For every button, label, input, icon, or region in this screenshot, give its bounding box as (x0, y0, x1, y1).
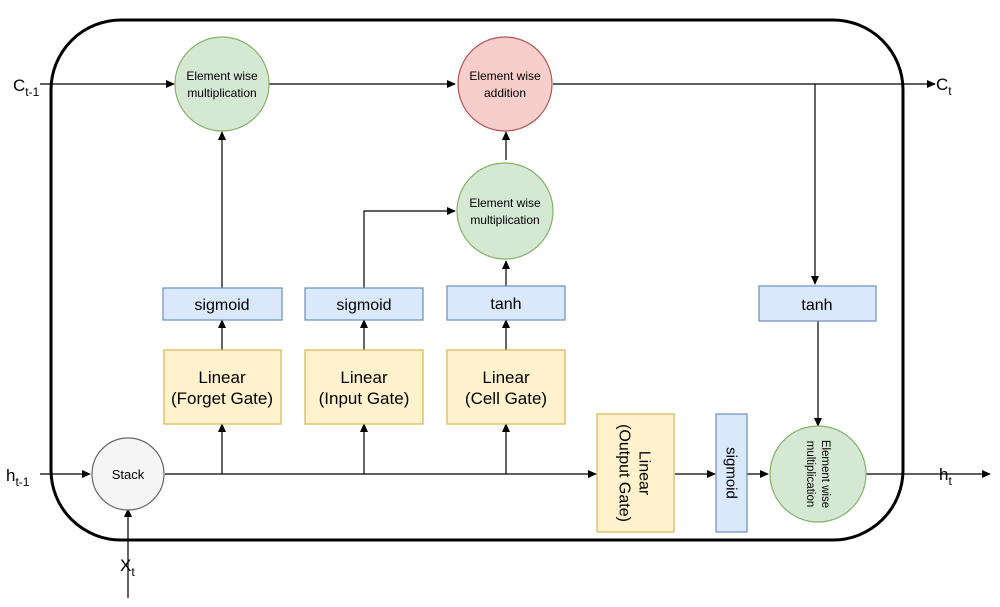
linear-input-line: Linear (340, 368, 388, 387)
linear-cell-line: Linear (482, 368, 530, 387)
linear-output-line: Linear (636, 451, 653, 496)
input-x-main: X (120, 556, 131, 575)
input-x-label: Xt (120, 556, 135, 579)
linear-forget-line: (Forget Gate) (171, 389, 273, 408)
sigmoid-output-label: sigmoid (723, 447, 740, 499)
linear-cell-line: (Cell Gate) (465, 389, 547, 408)
input-hidden-prev-sub: t-1 (15, 475, 29, 489)
linear-output-line: (Output Gate) (616, 424, 633, 522)
connector-sigmoid-input-to-mult (363, 206, 456, 288)
sigmoid-forget-box: sigmoid (162, 287, 283, 321)
input-hidden-prev-main: h (6, 466, 15, 485)
tanh-cell-label: tanh (490, 296, 521, 313)
output-hidden-sub: t (948, 474, 952, 488)
output-hidden-label: ht (939, 465, 952, 488)
node-label-line: multiplication (804, 441, 816, 507)
sigmoid-input-label: sigmoid (336, 297, 391, 314)
node-label-line: Element wise (819, 440, 831, 508)
output-multiplication-node: Element wise multiplication (769, 425, 867, 523)
cell-boundary (49, 18, 905, 542)
input-x-sub: t (131, 565, 135, 579)
output-cell-sub: t (948, 84, 952, 98)
forget-multiplication-node: Element wise multiplication (174, 36, 270, 132)
sigmoid-forget-label: sigmoid (194, 297, 249, 314)
sigmoid-input-box: sigmoid (304, 287, 424, 321)
linear-output-box: Linear (Output Gate) (596, 413, 675, 533)
sigmoid-output-box: sigmoid (715, 413, 748, 533)
input-cell-prev-sub: t-1 (25, 85, 39, 99)
input-multiplication-node: Element wise multiplication (456, 162, 554, 260)
input-cell-prev-main: C (13, 76, 25, 95)
input-cell-prev-label: Ct-1 (13, 76, 40, 99)
cell-addition-node: Element wise addition (457, 36, 553, 132)
node-label-line: Element wise (469, 196, 541, 210)
tanh-output-label: tanh (801, 297, 832, 314)
node-label-line: Element wise (186, 69, 258, 83)
connectors (40, 79, 991, 598)
node-label-line: multiplication (470, 213, 539, 227)
input-hidden-prev-label: ht-1 (6, 466, 30, 489)
stack-node: Stack (91, 437, 165, 511)
linear-forget-box: Linear (Forget Gate) (163, 349, 282, 425)
stack-label: Stack (112, 467, 145, 482)
node-label-line: multiplication (187, 86, 256, 100)
node-label-line: Element wise (469, 69, 541, 83)
tanh-cell-box: tanh (446, 285, 566, 321)
linear-input-line: (Input Gate) (319, 389, 410, 408)
linear-forget-line: Linear (198, 368, 246, 387)
linear-input-box: Linear (Input Gate) (304, 349, 424, 425)
tanh-output-box: tanh (758, 285, 877, 322)
node-label-line: addition (484, 86, 526, 100)
output-cell-main: C (936, 75, 948, 94)
output-hidden-main: h (939, 465, 948, 484)
linear-cell-box: Linear (Cell Gate) (446, 349, 566, 425)
output-cell-label: Ct (936, 75, 952, 98)
